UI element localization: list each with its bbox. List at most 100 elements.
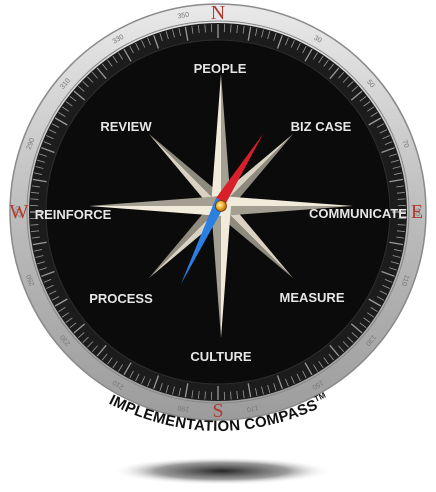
tick-mark xyxy=(389,178,404,183)
degree-label: 210 xyxy=(112,378,126,390)
tick-mark xyxy=(296,42,301,51)
tick-mark xyxy=(393,249,402,252)
tick-mark xyxy=(342,341,349,348)
tick-mark xyxy=(351,332,358,339)
tick-mark xyxy=(276,375,283,389)
tick-mark xyxy=(54,298,68,307)
rose-diagonal-point-light xyxy=(148,133,221,213)
tick-mark xyxy=(48,129,57,134)
tick-mark xyxy=(396,236,405,239)
tick-mark xyxy=(58,307,66,312)
tick-mark xyxy=(368,117,382,126)
needle-north xyxy=(216,134,263,203)
label-communicate: COMMUNICATE xyxy=(309,206,407,221)
tick-mark xyxy=(129,45,134,54)
tick-mark xyxy=(178,387,181,396)
tick-mark xyxy=(359,95,367,102)
tick-mark xyxy=(78,85,85,92)
tick-mark xyxy=(78,332,85,339)
label-process: PROCESS xyxy=(89,291,153,306)
tick-mark xyxy=(147,378,151,387)
degree-label: 270 xyxy=(16,206,23,218)
tick-mark xyxy=(390,261,399,265)
tick-mark xyxy=(384,279,393,283)
tick-mark xyxy=(48,290,57,295)
rose-diagonal-point-dark xyxy=(148,199,221,279)
tick-mark xyxy=(65,317,73,323)
label-reinforce: REINFORCE xyxy=(35,207,112,222)
tick-mark xyxy=(87,76,94,83)
tick-mark xyxy=(285,378,289,387)
tick-mark xyxy=(302,370,307,379)
rose-diagonal-point-dark xyxy=(214,206,294,279)
tick-mark xyxy=(135,42,140,51)
degree-label: 170 xyxy=(246,404,259,413)
tick-mark xyxy=(338,72,345,79)
tick-mark xyxy=(367,312,375,318)
tick-mark xyxy=(247,26,252,41)
tick-mark xyxy=(46,135,54,140)
tick-mark xyxy=(112,361,118,369)
tick-mark xyxy=(376,123,385,128)
tick-mark xyxy=(261,29,264,38)
tick-mark xyxy=(107,357,113,365)
cardinal-e: E xyxy=(411,201,423,223)
rose-cardinal-point-dark xyxy=(211,206,221,338)
degree-label: 110 xyxy=(400,274,410,287)
tick-mark xyxy=(32,178,47,183)
tick-mark xyxy=(273,383,277,391)
rose-diagonal-point-dark xyxy=(148,133,228,206)
tick-mark xyxy=(82,336,89,343)
tick-mark xyxy=(359,322,367,329)
tick-mark xyxy=(112,55,118,63)
rose-cardinal-point-dark xyxy=(221,206,353,216)
tick-mark xyxy=(384,141,393,145)
tick-mark xyxy=(118,52,123,60)
tick-mark xyxy=(204,24,206,33)
tick-mark xyxy=(242,390,245,399)
tick-mark xyxy=(172,29,175,38)
tick-mark xyxy=(118,364,123,372)
tick-mark xyxy=(261,386,264,395)
tick-mark xyxy=(91,345,98,352)
tick-mark xyxy=(46,284,54,289)
tick-mark xyxy=(347,336,354,343)
tick-mark xyxy=(96,67,107,80)
degree-label: 90 xyxy=(414,208,421,216)
degree-labels: 3050709011013015017019021023025027029031… xyxy=(16,12,421,413)
tick-mark xyxy=(87,341,94,348)
tick-mark xyxy=(230,391,232,400)
tick-mark xyxy=(172,386,175,395)
tick-mark xyxy=(296,373,301,382)
tick-mark xyxy=(392,255,401,258)
tick-mark xyxy=(276,35,283,49)
tick-mark xyxy=(37,261,46,265)
tick-mark xyxy=(153,375,160,389)
tick-mark xyxy=(54,117,68,126)
tick-mark xyxy=(159,33,163,41)
tick-mark xyxy=(51,123,60,128)
degree-label: 50 xyxy=(365,79,375,90)
tick-mark xyxy=(285,37,289,46)
tick-mark xyxy=(41,270,55,277)
tick-mark xyxy=(363,317,371,323)
degree-label: 250 xyxy=(26,273,37,286)
tick-mark xyxy=(313,52,318,60)
label-review: REVIEW xyxy=(100,119,152,134)
tick-mark xyxy=(135,373,140,382)
cardinal-n: N xyxy=(211,2,225,24)
tick-mark xyxy=(363,101,371,107)
tick-mark xyxy=(165,384,169,393)
tick-mark xyxy=(30,198,39,200)
tick-mark xyxy=(368,298,382,307)
drop-shadow xyxy=(112,457,332,485)
tick-mark xyxy=(290,40,295,48)
tick-mark xyxy=(236,24,239,34)
tick-mark xyxy=(338,345,345,352)
degree-label: 150 xyxy=(311,378,325,390)
tick-mark xyxy=(30,224,39,226)
tick-mark xyxy=(318,361,324,369)
tick-mark xyxy=(101,353,108,361)
tick-mark xyxy=(107,59,113,67)
